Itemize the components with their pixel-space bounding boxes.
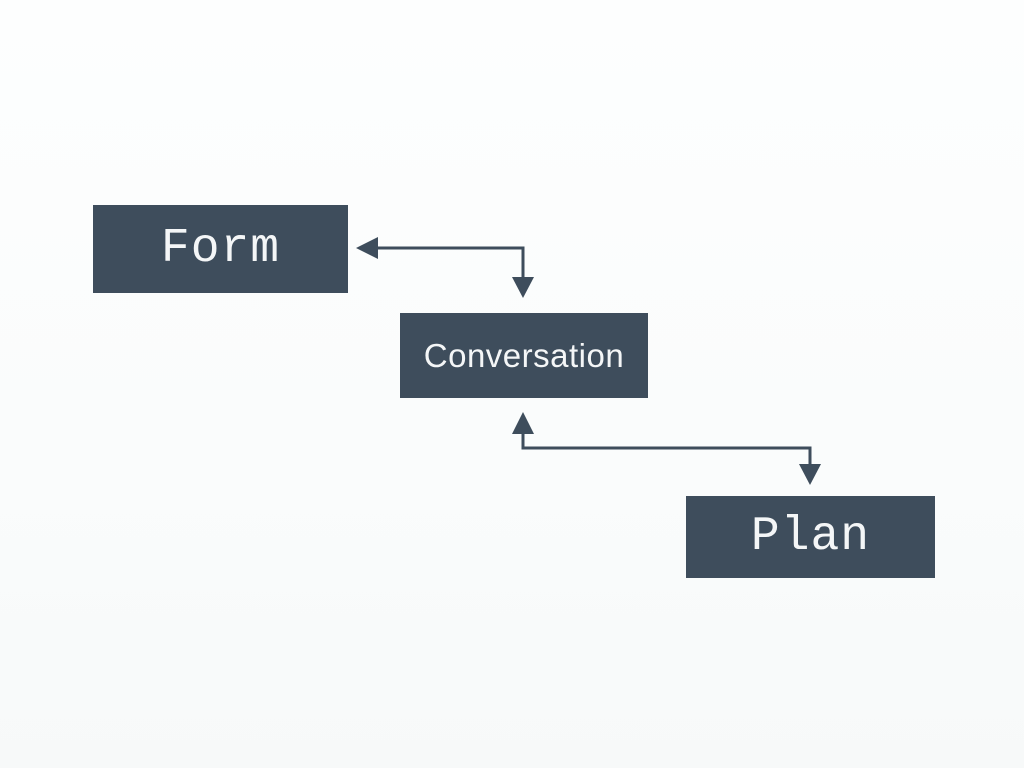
node-plan-label: Plan bbox=[750, 510, 871, 564]
arrowhead-down-icon bbox=[512, 277, 534, 298]
connector-form-conversation bbox=[356, 237, 534, 298]
node-form-label: Form bbox=[160, 222, 281, 276]
arrowhead-down-icon bbox=[799, 464, 821, 485]
connector-conversation-plan bbox=[512, 412, 821, 485]
arrowhead-up-icon bbox=[512, 412, 534, 434]
connector-conversation-plan-line bbox=[521, 431, 812, 465]
node-plan: Plan bbox=[686, 496, 935, 578]
connector-form-conversation-line bbox=[376, 246, 525, 279]
node-form: Form bbox=[93, 205, 348, 293]
node-conversation: Conversation bbox=[400, 313, 648, 398]
arrowhead-left-icon bbox=[356, 237, 378, 259]
node-conversation-label: Conversation bbox=[423, 336, 625, 374]
